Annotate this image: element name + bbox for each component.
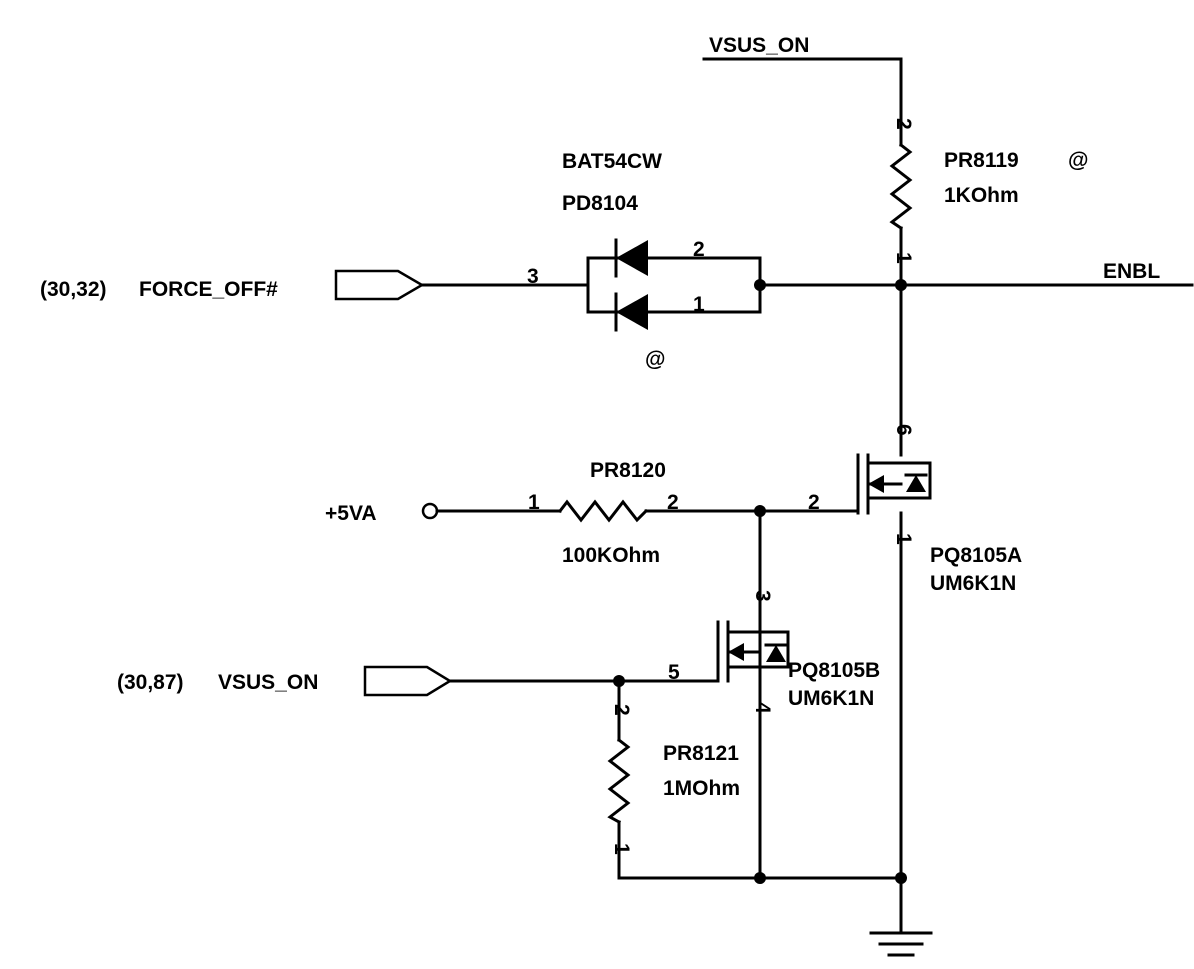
junction-gate-node — [754, 505, 766, 517]
nmos-arrow-icon — [728, 643, 744, 661]
pd8104-option: @ — [645, 348, 665, 371]
pd8104-diode — [586, 238, 762, 332]
enbl-label: ENBL — [1103, 260, 1160, 283]
diode-lower-icon — [616, 294, 648, 330]
pq8105b-pin-drain: 3 — [751, 590, 774, 602]
pq8105b-part: UM6K1N — [788, 687, 874, 710]
pr8120-pin-right: 2 — [667, 491, 679, 514]
input-port-icon — [334, 269, 425, 301]
pr8119-resistor-icon — [889, 142, 913, 231]
ground-icon — [869, 876, 933, 957]
pq8105a-pin-drain: 6 — [892, 424, 915, 436]
pq8105a-ref: PQ8105A — [930, 544, 1022, 567]
force-off-label: FORCE_OFF# — [139, 278, 278, 301]
body-diode-icon — [906, 475, 926, 492]
wires — [420, 57, 1194, 935]
pq8105a-mosfet — [856, 453, 932, 515]
junction-ground-mid — [754, 872, 766, 884]
plus5va-label: +5VA — [325, 502, 377, 525]
pq8105b-ref: PQ8105B — [788, 659, 880, 682]
pr8119-ref: PR8119 — [944, 149, 1019, 172]
pq8105a-part: UM6K1N — [930, 572, 1016, 595]
pr8121-value: 1MOhm — [663, 777, 740, 800]
wire-vsus-on-top — [702, 57, 903, 147]
input-port-icon — [363, 665, 453, 697]
force-off-port — [334, 269, 425, 301]
pd8104-pin-common: 3 — [527, 265, 539, 288]
pr8119-pin-top: 2 — [892, 118, 915, 130]
vsus-on-top-label: VSUS_ON — [709, 34, 809, 57]
pr8119-value: 1KOhm — [944, 184, 1019, 207]
pr8121-resistor-icon — [607, 737, 631, 825]
body-diode-icon — [766, 645, 786, 662]
pq8105a-pin-gate: 2 — [808, 491, 820, 514]
pd8104-pin-b: 1 — [693, 293, 705, 316]
pq8105a-pin-source: 1 — [892, 533, 915, 545]
drain-lead — [866, 461, 932, 500]
drain-lead — [726, 630, 790, 669]
pr8119-pin-bottom: 1 — [892, 252, 915, 264]
vsus-on-label: VSUS_ON — [218, 671, 318, 694]
pq8105b-mosfet — [716, 620, 790, 683]
pr8121-pin-bottom: 1 — [610, 843, 633, 855]
diode-frame — [586, 256, 762, 314]
pd8104-ref: PD8104 — [562, 192, 638, 215]
diode-upper-icon — [616, 240, 648, 276]
pq8105b-pin-gate: 5 — [668, 661, 680, 684]
pr8121-ref: PR8121 — [663, 742, 739, 765]
power-terminal-icon — [421, 502, 439, 520]
pd8104-part: BAT54CW — [562, 150, 662, 173]
pr8120-value: 100KOhm — [562, 544, 660, 567]
vsus-on-ref: (30,87) — [117, 671, 184, 694]
pr8120-ref: PR8120 — [590, 459, 666, 482]
junction-vsus-on — [613, 675, 625, 687]
junctions — [613, 279, 907, 884]
pr8119-option: @ — [1068, 149, 1088, 172]
pd8104-pin-a: 2 — [693, 238, 705, 261]
pr8120-resistor-icon — [557, 499, 649, 523]
junction-enbl — [895, 279, 907, 291]
force-off-ref: (30,32) — [40, 278, 107, 301]
pr8120-pin-left: 1 — [528, 491, 540, 514]
vsus-on-port — [363, 665, 453, 697]
pr8121-pin-top: 2 — [610, 704, 633, 716]
pq8105b-pin-source: 4 — [751, 702, 774, 714]
nmos-arrow-icon — [868, 475, 884, 493]
